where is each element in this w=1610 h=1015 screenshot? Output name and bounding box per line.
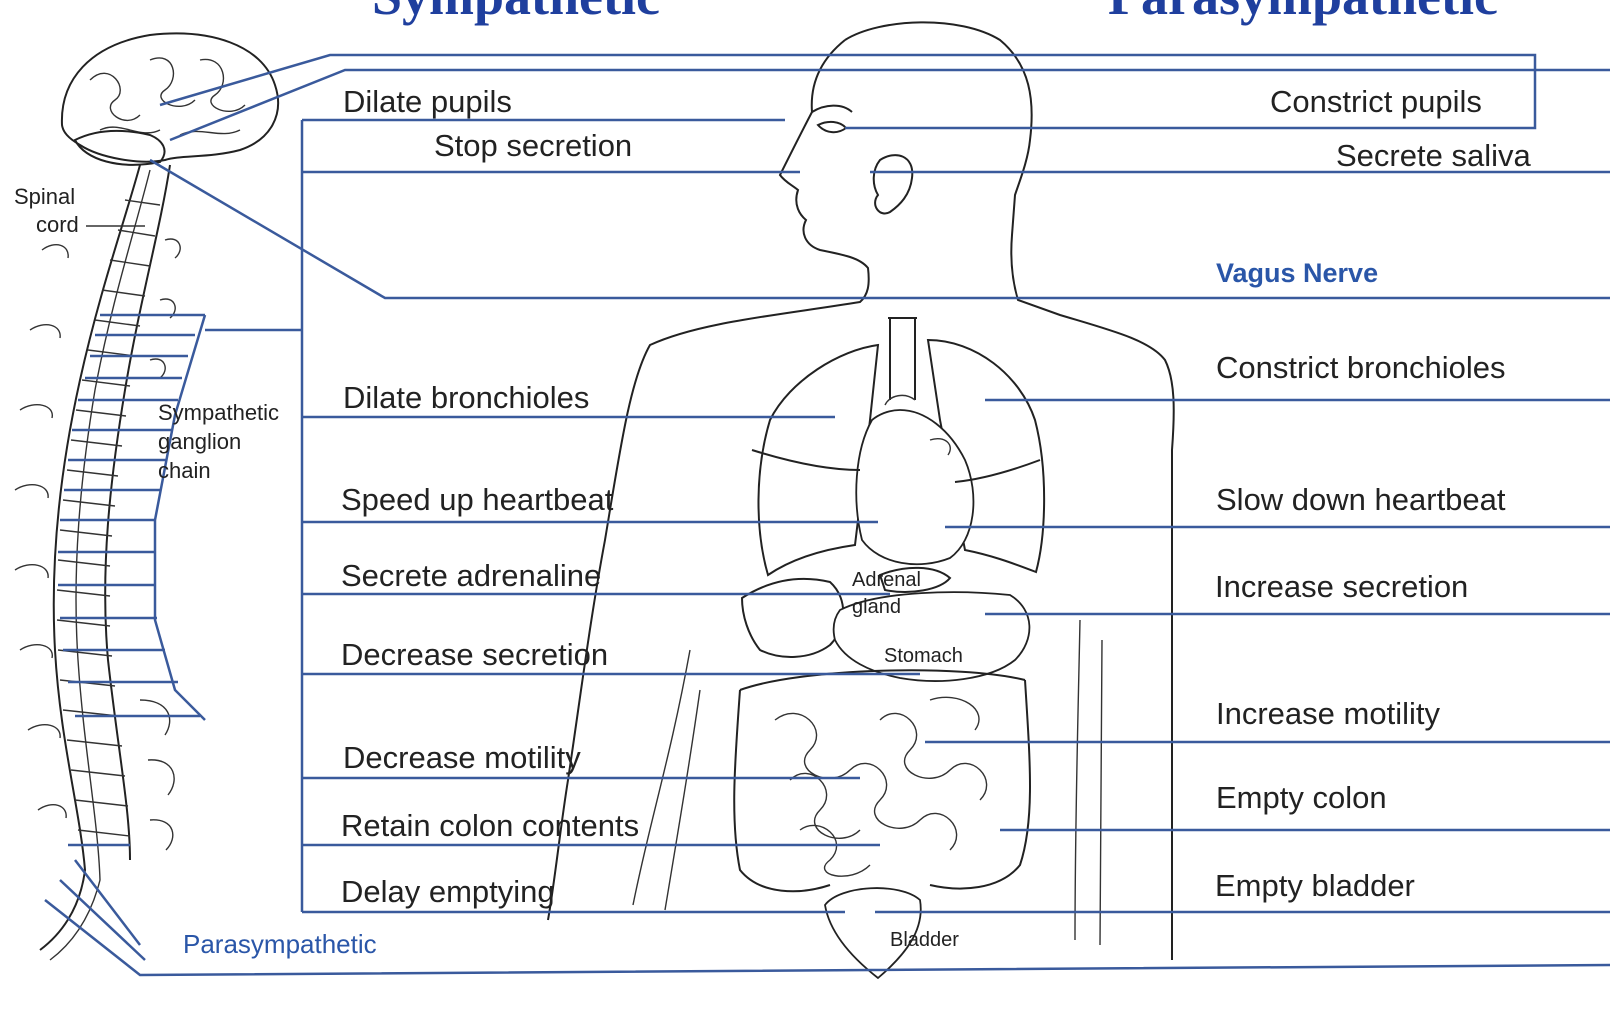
large-intestine bbox=[734, 680, 1030, 891]
label-slow-heartbeat: Slow down heartbeat bbox=[1216, 482, 1506, 517]
ear-icon bbox=[874, 155, 913, 213]
right-arm-inner bbox=[1075, 620, 1102, 945]
label-constrict-pupils: Constrict pupils bbox=[1270, 84, 1482, 119]
label-increase-secretion: Increase secretion bbox=[1215, 569, 1468, 604]
small-intestine bbox=[775, 697, 987, 876]
brain-folds bbox=[90, 58, 245, 135]
label-empty-bladder: Empty bladder bbox=[1215, 868, 1415, 903]
label-secrete-saliva: Secrete saliva bbox=[1336, 138, 1531, 173]
spinal-cord-label-line2: cord bbox=[36, 212, 79, 237]
label-vagus-nerve: Vagus Nerve bbox=[1216, 258, 1378, 288]
liver bbox=[742, 579, 843, 657]
label-speed-heartbeat: Speed up heartbeat bbox=[341, 482, 614, 517]
left-arm-inner bbox=[633, 650, 700, 910]
spinal-column-back bbox=[105, 165, 170, 860]
label-dilate-pupils: Dilate pupils bbox=[343, 84, 512, 119]
stomach-label: Stomach bbox=[884, 645, 963, 667]
sympathetic-header: Sympathetic bbox=[372, 0, 660, 26]
sympathetic-labels: Dilate pupils Stop secretion Dilate bron… bbox=[341, 84, 639, 909]
label-secrete-adrenaline: Secrete adrenaline bbox=[341, 558, 601, 593]
label-decrease-motility: Decrease motility bbox=[343, 740, 581, 775]
ganglion-label-line2: ganglion bbox=[158, 429, 241, 454]
spinal-cord-label-line1: Spinal bbox=[14, 184, 75, 209]
heart bbox=[856, 410, 973, 564]
label-delay-emptying: Delay emptying bbox=[341, 874, 555, 909]
trachea bbox=[888, 318, 917, 400]
label-decrease-secretion: Decrease secretion bbox=[341, 637, 608, 672]
ganglion-label-line3: chain bbox=[158, 458, 211, 483]
adrenal-label-line1: Adrenal bbox=[852, 569, 921, 591]
nerve-sacral-branches bbox=[60, 845, 145, 960]
label-stop-secretion: Stop secretion bbox=[434, 128, 632, 163]
parasympathetic-labels: Constrict pupils Secrete saliva Vagus Ne… bbox=[1215, 84, 1531, 903]
parasympathetic-header: Parasympathetic bbox=[1108, 0, 1498, 26]
label-constrict-bronchioles: Constrict bronchioles bbox=[1216, 350, 1505, 385]
adrenal-label-line2: gland bbox=[852, 596, 901, 618]
bladder-label: Bladder bbox=[890, 929, 959, 951]
label-dilate-bronchioles: Dilate bronchioles bbox=[343, 380, 589, 415]
ganglion-label-line1: Sympathetic bbox=[158, 400, 279, 425]
label-empty-colon: Empty colon bbox=[1216, 780, 1387, 815]
label-retain-colon: Retain colon contents bbox=[341, 808, 639, 843]
brain bbox=[62, 33, 278, 161]
vagus-nerve-line bbox=[150, 160, 1610, 298]
parasympathetic-bottom-label: Parasympathetic bbox=[183, 929, 377, 959]
brain-and-spine bbox=[15, 33, 278, 960]
label-increase-motility: Increase motility bbox=[1216, 696, 1440, 731]
spinal-column-front bbox=[40, 165, 140, 950]
